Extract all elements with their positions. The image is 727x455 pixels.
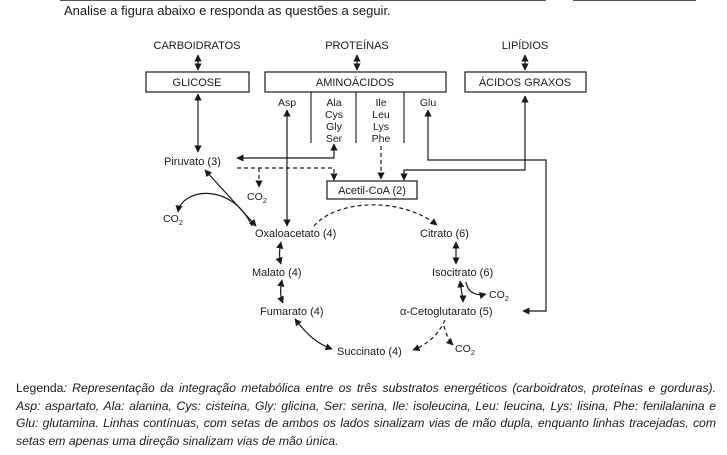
acidos-graxos-label: ÁCIDOS GRAXOS bbox=[479, 76, 571, 89]
glicose-label: GLICOSE bbox=[173, 77, 222, 89]
legend-label: Legenda bbox=[16, 381, 64, 395]
co2-ketoglutarate: CO2 bbox=[455, 343, 475, 357]
node-succinato: Succinato (4) bbox=[337, 346, 402, 358]
path-malate-fumarate bbox=[277, 279, 285, 304]
path-co2-curve-left bbox=[175, 192, 253, 227]
node-citrato: Citrato (6) bbox=[420, 228, 469, 240]
legend: Legenda: Representação da integração met… bbox=[16, 380, 716, 450]
path-fumarate-succinate bbox=[294, 318, 333, 351]
amino-ser: Ser bbox=[326, 133, 343, 145]
node-oxaloacetato: Oxaloacetato (4) bbox=[255, 228, 336, 240]
amino-cys: Cys bbox=[325, 109, 343, 121]
path-isocitrate-ketoglutarate bbox=[457, 280, 467, 303]
label-proteinas: PROTEÍNAS bbox=[325, 39, 389, 52]
co2-isocitrate: CO2 bbox=[489, 289, 509, 303]
amino-lys: Lys bbox=[373, 121, 389, 133]
path-co2-isocitrate bbox=[465, 281, 487, 300]
legend-text: : Representação da integração metabólica… bbox=[16, 381, 716, 448]
metabolic-diagram: CARBOIDRATOS PROTEÍNAS LIPÍDIOS GLICOSE … bbox=[145, 39, 587, 358]
path-ketoglutarate-succinate-dashed bbox=[412, 319, 446, 352]
label-carboidratos: CARBOIDRATOS bbox=[154, 40, 241, 52]
path-aminos-pyruvate bbox=[236, 143, 338, 162]
aminoacidos-label: AMINOÁCIDOS bbox=[316, 76, 394, 89]
node-fumarato: Fumarato (4) bbox=[260, 306, 324, 318]
acetil-coa-label: Acetil-CoA (2) bbox=[338, 185, 406, 197]
path-oxaloacetate-malate bbox=[275, 241, 284, 265]
instruction-text: Analise a figura abaixo e responda as qu… bbox=[64, 3, 391, 18]
co2-pyruvate: CO2 bbox=[247, 191, 267, 205]
amino-asp: Asp bbox=[278, 97, 296, 109]
box-acidos-graxos bbox=[464, 71, 587, 93]
top-rule-right bbox=[573, 0, 696, 1]
path-glu-ketoglutarate bbox=[424, 109, 547, 315]
path-co2-ketoglutarate-dashed bbox=[443, 325, 454, 346]
label-lipidios: LIPÍDIOS bbox=[502, 39, 548, 52]
amino-glu: Glu bbox=[420, 97, 437, 109]
node-piruvato: Piruvato (3) bbox=[164, 156, 221, 168]
amino-ile: Ile bbox=[375, 97, 386, 109]
node-cetoglutarato: α-Cetoglutarato (5) bbox=[400, 306, 493, 318]
box-acetil-coa bbox=[326, 180, 418, 200]
amino-ala: Ala bbox=[326, 97, 341, 109]
top-rule-left bbox=[60, 0, 546, 1]
amino-gly: Gly bbox=[326, 121, 343, 133]
node-isocitrato: Isocitrato (6) bbox=[432, 267, 493, 279]
path-pyruvate-acetyl-dashed bbox=[237, 167, 338, 181]
amino-leu: Leu bbox=[372, 109, 390, 121]
box-glicose bbox=[145, 71, 250, 93]
amino-phe: Phe bbox=[372, 133, 391, 145]
path-oxaloacetate-citrate-dashed bbox=[313, 204, 438, 227]
node-malato: Malato (4) bbox=[252, 267, 302, 279]
co2-left: CO2 bbox=[163, 213, 183, 227]
